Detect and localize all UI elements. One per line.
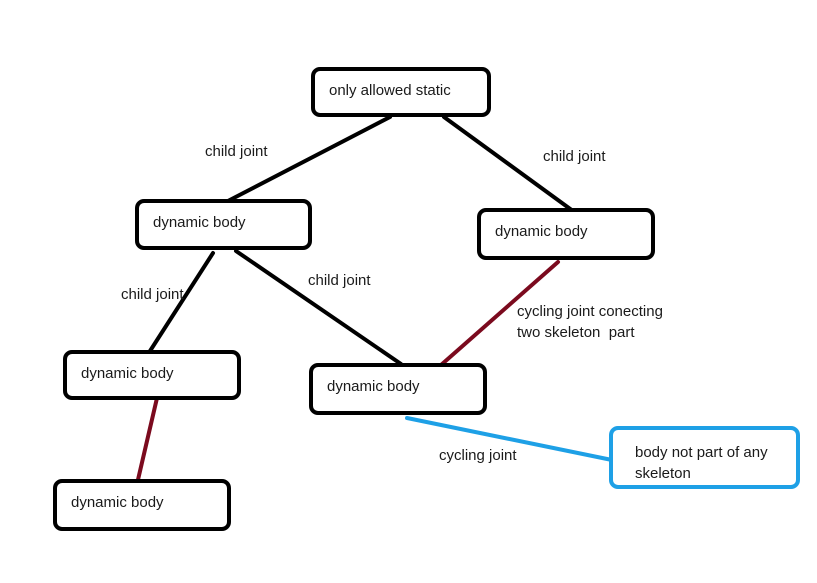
label-root-left-joint: child joint [205, 143, 268, 160]
node-middle-body: dynamic body [309, 363, 487, 415]
node-free-body: body not part of any skeleton [609, 426, 800, 489]
node-left-body: dynamic body [135, 199, 312, 250]
node-free-body-label: body not part of any skeleton [635, 444, 768, 482]
edge-cycling-left-left-to-bottom [135, 396, 159, 486]
node-right-body-label: dynamic body [495, 223, 588, 240]
node-bottom-body: dynamic body [53, 479, 231, 531]
edge-cycling-right-to-middle [439, 260, 560, 367]
node-bottom-body-label: dynamic body [71, 494, 164, 511]
edge-left-body-to-left-left-body [148, 251, 215, 353]
label-left-middle-joint: child joint [308, 272, 371, 289]
label-left-left-joint: child joint [121, 286, 184, 303]
edge-root-to-left-body [224, 115, 392, 204]
node-right-body: dynamic body [477, 208, 655, 260]
edge-root-to-right-body [442, 115, 575, 213]
node-root: only allowed static [311, 67, 491, 117]
edge-cycling-middle-to-free [405, 416, 614, 462]
node-left-left-body: dynamic body [63, 350, 241, 400]
node-middle-body-label: dynamic body [327, 378, 420, 395]
label-root-right-joint: child joint [543, 148, 606, 165]
label-cycling-free-joint: cycling joint [439, 447, 517, 464]
node-left-body-label: dynamic body [153, 214, 246, 231]
node-left-left-body-label: dynamic body [81, 365, 174, 382]
edge-left-body-to-middle-body [234, 249, 403, 366]
label-cycling-skeleton-joint: cycling joint conecting two skeleton par… [517, 303, 663, 341]
node-root-label: only allowed static [329, 82, 451, 99]
